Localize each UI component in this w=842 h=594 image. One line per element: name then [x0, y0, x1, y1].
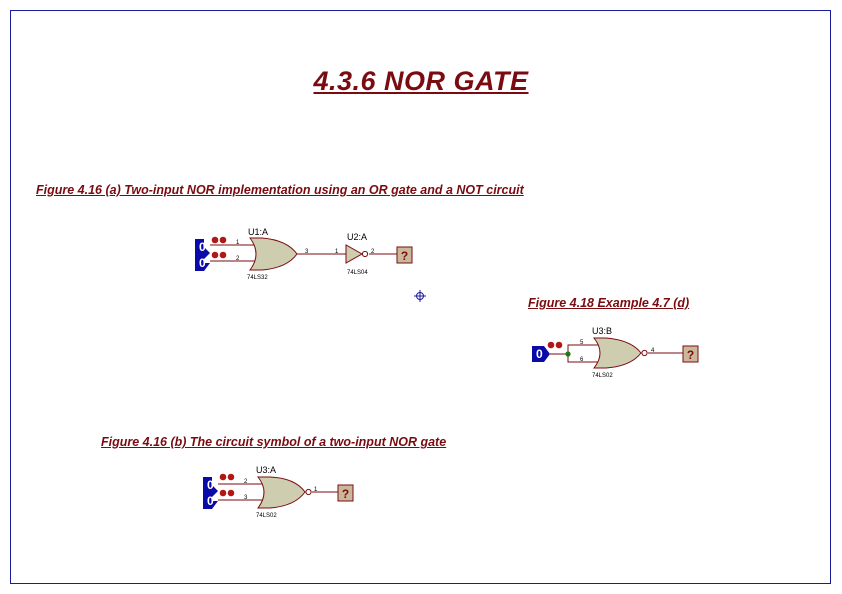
logic-input-value: 0 [199, 256, 206, 270]
pin-number: 1 [335, 249, 339, 255]
pin-number: 1 [314, 487, 318, 493]
logic-probe[interactable]: ? [396, 246, 413, 264]
origin-marker-icon [414, 290, 426, 302]
logic-input-source[interactable]: 0 0 [203, 477, 218, 509]
gate-ref: U3:A [256, 465, 276, 475]
junction-dot [565, 351, 571, 357]
logic-input-value: 0 [207, 478, 214, 492]
logic-input-source[interactable]: 0 [532, 346, 550, 362]
gate-part: 74LS04 [347, 270, 368, 276]
circuit-a: 0 0 U1:A 74LS32 1 2 3 U2:A 74LS04 1 2 [195, 227, 413, 281]
inversion-bubble-icon [641, 349, 648, 357]
pin-number: 4 [651, 348, 655, 354]
pin-number: 2 [244, 479, 248, 485]
pin-number: 1 [236, 240, 240, 246]
gate-ref: U2:A [347, 232, 367, 242]
nor-gate-icon[interactable] [592, 337, 642, 369]
logic-probe[interactable]: ? [337, 484, 354, 502]
pin-number: 2 [236, 256, 240, 262]
logic-input-value: 0 [207, 494, 214, 508]
gate-ref: U3:B [592, 326, 612, 336]
inversion-bubble-icon [361, 250, 369, 258]
nor-gate-icon[interactable] [256, 476, 306, 509]
pin-number: 3 [244, 495, 248, 501]
figure-caption-b: Figure 4.16 (b) The circuit symbol of a … [101, 435, 447, 449]
wire [210, 244, 397, 262]
figure-caption-example: Figure 4.18 Example 4.7 (d) [528, 296, 690, 310]
gate-part: 74LS32 [247, 275, 268, 281]
pin-number: 2 [371, 249, 375, 255]
figure-caption-a: Figure 4.16 (a) Two-input NOR implementa… [36, 183, 524, 197]
circuit-b: 0 0 U3:A 74LS02 2 3 1 ? [203, 465, 354, 519]
logic-toggle-dots[interactable] [211, 236, 227, 259]
pin-number: 5 [580, 340, 584, 346]
logic-input-value: 0 [199, 240, 206, 254]
inversion-bubble-icon [305, 488, 312, 496]
probe-value: ? [342, 487, 349, 501]
probe-value: ? [401, 249, 408, 263]
circuit-example: 0 U3:B 74LS02 5 6 4 ? [532, 326, 699, 379]
wire [218, 483, 338, 501]
logic-input-source[interactable]: 0 0 [195, 239, 210, 271]
probe-value: ? [687, 348, 694, 362]
or-gate-icon[interactable] [249, 237, 298, 271]
logic-toggle-dots[interactable] [547, 341, 563, 349]
logic-input-value: 0 [536, 347, 543, 361]
gate-ref: U1:A [248, 227, 268, 237]
page-title: 4.3.6 NOR GATE [313, 66, 529, 96]
wire [550, 344, 683, 363]
pin-number: 6 [580, 357, 584, 363]
sheet-border [10, 10, 831, 584]
gate-part: 74LS02 [592, 373, 613, 379]
pin-number: 3 [305, 249, 309, 255]
not-gate-icon[interactable] [345, 244, 364, 264]
gate-part: 74LS02 [256, 513, 277, 519]
logic-toggle-dots[interactable] [219, 473, 235, 497]
logic-probe[interactable]: ? [682, 345, 699, 363]
